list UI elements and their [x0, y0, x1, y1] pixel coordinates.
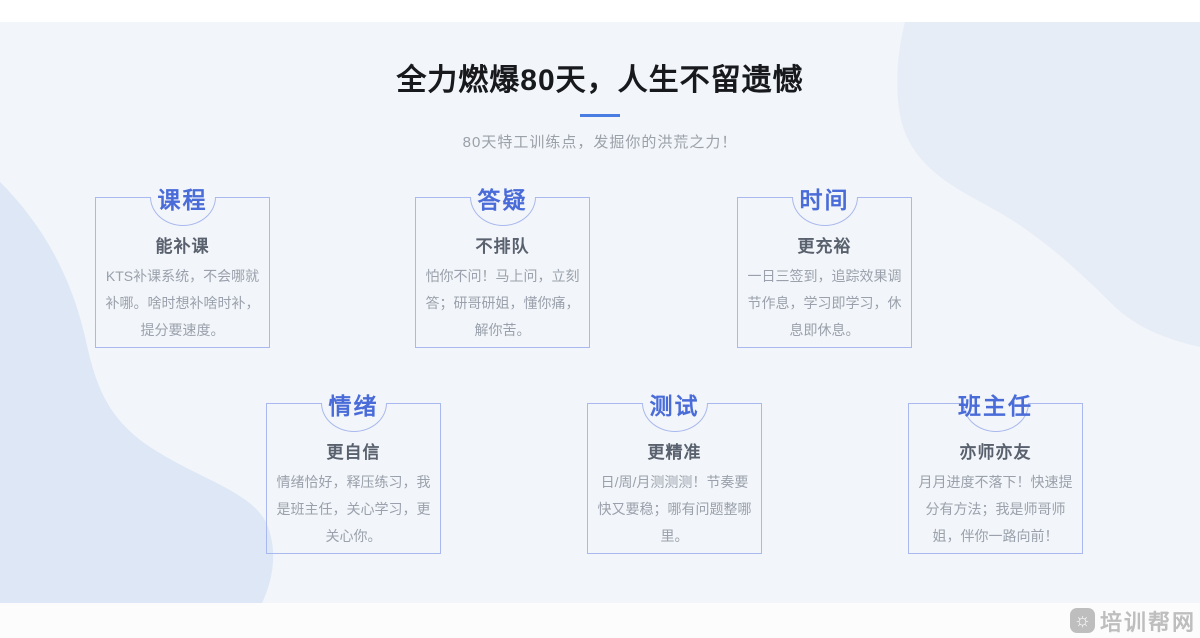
- watermark-text: 培训帮网: [1099, 609, 1196, 635]
- bottom-white-strip: ☼ 培训帮网: [0, 603, 1200, 638]
- site-watermark: ☼ 培训帮网: [1069, 607, 1196, 635]
- card-body: 日/周/月测测测！节奏要快又要稳；哪有问题整哪里。: [597, 474, 752, 544]
- feature-card-test: 测试 更精准 日/周/月测测测！节奏要快又要稳；哪有问题整哪里。: [587, 393, 762, 554]
- card-body: 情绪恰好，释压练习，我是班主任，关心学习，更关心你。: [276, 474, 431, 544]
- feature-card-time: 时间 更充裕 一日三签到，追踪效果调节作息，学习即学习，休息即休息。: [737, 187, 912, 348]
- card-heading: 亦师亦友: [959, 443, 1032, 462]
- card-heading: 更充裕: [797, 237, 852, 256]
- feature-card-qa: 答疑 不排队 怕你不问！马上问，立刻答；研哥研姐，懂你痛，解你苦。: [415, 187, 590, 348]
- card-body: 一日三签到，追踪效果调节作息，学习即学习，休息即休息。: [747, 268, 902, 338]
- top-white-strip: [0, 0, 1200, 22]
- card-heading: 更精准: [647, 443, 702, 462]
- card-tag: 答疑: [477, 187, 528, 213]
- card-body: 怕你不问！马上问，立刻答；研哥研姐，懂你痛，解你苦。: [425, 268, 580, 338]
- feature-card-course: 课程 能补课 KTS补课系统，不会哪就补哪。啥时想补啥时补，提分要速度。: [95, 187, 270, 348]
- card-tag: 时间: [799, 187, 850, 213]
- card-heading: 更自信: [326, 443, 381, 462]
- page-title: 全力燃爆80天，人生不留遗憾: [396, 64, 804, 97]
- card-tag: 课程: [157, 187, 208, 213]
- card-body: 月月进度不落下！快速提分有方法；我是师哥师姐，伴你一路向前！: [918, 474, 1073, 544]
- section-header: 全力燃爆80天，人生不留遗憾 80天特工训练点，发掘你的洪荒之力！: [0, 22, 1200, 152]
- feature-card-head-teacher: 班主任 亦师亦友 月月进度不落下！快速提分有方法；我是师哥师姐，伴你一路向前！: [908, 393, 1083, 554]
- card-tag: 班主任: [958, 393, 1033, 419]
- feature-card-emotion: 情绪 更自信 情绪恰好，释压练习，我是班主任，关心学习，更关心你。: [266, 393, 441, 554]
- page-subtitle: 80天特工训练点，发掘你的洪荒之力！: [462, 134, 738, 151]
- sun-face-icon: ☼: [1069, 608, 1095, 633]
- card-body: KTS补课系统，不会哪就补哪。啥时想补啥时补，提分要速度。: [105, 268, 260, 338]
- card-heading: 能补课: [155, 237, 210, 256]
- title-divider: [580, 114, 620, 117]
- card-heading: 不排队: [475, 237, 530, 256]
- promo-section: 全力燃爆80天，人生不留遗憾 80天特工训练点，发掘你的洪荒之力！ 课程 能补课…: [0, 22, 1200, 603]
- card-tag: 测试: [649, 393, 700, 419]
- card-tag: 情绪: [328, 393, 379, 419]
